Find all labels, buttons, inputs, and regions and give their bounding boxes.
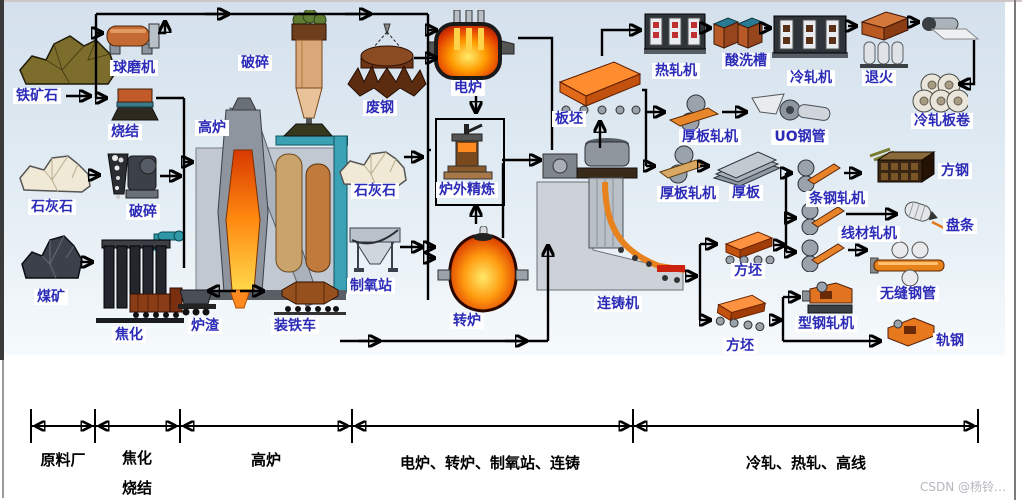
electric-furnace-icon (427, 10, 515, 80)
billet-2-icon (715, 294, 767, 332)
label-iron-ore: 铁矿石 (13, 88, 61, 105)
torpedo-car-icon (274, 281, 346, 315)
label-section-mill: 型钢轧机 (795, 316, 857, 333)
label-scrap: 废钢 (363, 100, 397, 117)
label-slag: 炉渣 (188, 318, 222, 335)
label-blast-furnace: 高炉 (195, 120, 229, 137)
stage-label-raw-materials: 原料厂 (40, 451, 86, 469)
label-limestone-2: 石灰石 (351, 183, 399, 200)
label-annealing: 退火 (862, 70, 896, 87)
right-border (1014, 0, 1016, 500)
label-coking: 焦化 (112, 327, 146, 344)
label-billet-1: 方坯 (731, 263, 765, 280)
label-crushing-top: 破碎 (238, 55, 272, 72)
wire-rod-coil-icon (904, 201, 944, 230)
label-cold-coil: 冷轧板卷 (911, 113, 973, 130)
csdn-watermark: CSDN @杨铃… (919, 480, 1006, 494)
cold-mill-icon (772, 15, 848, 58)
coking-plant-icon (96, 230, 185, 323)
label-sintering: 烧结 (108, 124, 142, 141)
ladle-refining-icon (443, 123, 493, 180)
slag-car-icon (178, 289, 216, 316)
label-oxygen-plant: 制氧站 (347, 278, 395, 295)
hot-mill-icon (644, 13, 706, 54)
coal-pile-icon (21, 235, 83, 279)
label-bar-mill: 条钢轧机 (806, 191, 868, 208)
section-mill-icon (802, 281, 853, 314)
sheet-roller-icon (922, 17, 980, 40)
label-billet-2: 方坯 (723, 338, 757, 355)
crusher-machine-icon (107, 153, 159, 199)
left-border-lower (2, 360, 4, 498)
scrap-magnet-icon (347, 23, 427, 99)
plate-stack-icon (712, 151, 782, 186)
label-eaf: 电炉 (451, 80, 485, 97)
label-coal: 煤矿 (34, 289, 68, 306)
top-border (0, 0, 1022, 2)
stage-label-coking-line2: 烧结 (121, 479, 153, 497)
label-converter: 转炉 (450, 313, 484, 330)
bar-mill-icon (797, 159, 841, 192)
sintering-machine-icon (111, 88, 159, 121)
continuous-caster-icon (536, 138, 686, 291)
square-steel-bundle-icon (869, 147, 936, 183)
coil-stack-icon (912, 73, 968, 113)
label-wire-rod: 盘条 (943, 218, 977, 235)
billet-1-icon (724, 231, 775, 264)
plate-mill-2-icon (658, 145, 706, 184)
stage-label-coking-line1: 焦化 (121, 449, 153, 467)
limestone-pile-icon (19, 155, 91, 193)
label-limestone-1: 石灰石 (28, 199, 76, 216)
label-caster: 连铸机 (594, 296, 642, 313)
label-plate-mill-1: 厚板轧机 (679, 129, 741, 146)
annealing-furnace-icon (860, 11, 910, 68)
process-arrows (66, 14, 976, 341)
label-uo-pipe: UO钢管 (771, 129, 829, 146)
blast-furnace-icon (194, 97, 348, 309)
label-hot-mill: 热轧机 (652, 63, 700, 80)
tube-mill-icon (801, 239, 845, 272)
left-border (0, 0, 4, 360)
stage-label-steelmaking: 电炉、转炉、制氧站、连铸 (399, 454, 581, 472)
label-rail-steel: 轨钢 (933, 333, 967, 350)
wire-mill-icon (801, 202, 845, 235)
plate-mill-1-icon (668, 94, 720, 132)
converter-icon (437, 226, 529, 313)
uo-pipe-icon (751, 93, 831, 121)
label-crushing-left: 破碎 (126, 204, 160, 221)
label-pickling: 酸洗槽 (722, 53, 770, 70)
label-wire-mill: 线材轧机 (838, 226, 900, 243)
label-plate: 厚板 (729, 185, 763, 202)
label-ball-mill: 球磨机 (110, 60, 158, 77)
oxygen-plant-icon (349, 227, 401, 272)
stage-axis (30, 409, 979, 443)
seamless-pipe-icon (870, 241, 945, 286)
stage-label-rolling: 冷轧、热轧、高线 (745, 454, 867, 472)
label-ladle-refining: 炉外精炼 (436, 182, 498, 199)
ball-mill-icon (106, 23, 160, 55)
label-iron-car: 装铁车 (271, 318, 319, 335)
label-cold-mill: 冷轧机 (787, 70, 835, 87)
limestone-pile-2-icon (339, 151, 407, 187)
label-slab: 板坯 (552, 111, 586, 128)
stage-label-blast-furnace: 高炉 (250, 451, 282, 469)
label-plate-mill-2: 厚板轧机 (657, 186, 719, 203)
label-square-steel: 方钢 (938, 163, 972, 180)
label-seamless-pipe: 无缝钢管 (877, 286, 939, 303)
